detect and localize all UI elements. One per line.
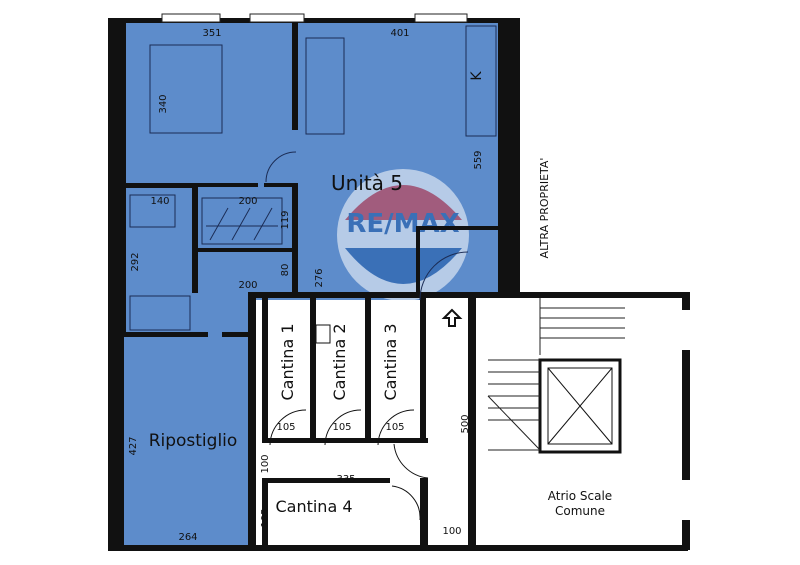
bed-icon	[149, 44, 223, 134]
dim-140: 140	[150, 196, 169, 207]
bathtub-icon	[129, 194, 176, 228]
dim-105a: 105	[276, 422, 295, 433]
entrance-arrow-icon	[441, 308, 463, 327]
dim-340: 340	[158, 94, 169, 113]
dim-335: 335	[336, 474, 355, 485]
room-label-atrio-line1: Atrio Scale	[548, 489, 612, 503]
watermark-text: RE/MAX	[346, 209, 459, 239]
door-swing-icon	[265, 151, 297, 183]
dim-105d: 105	[260, 508, 271, 527]
room-label-unita5: Unità 5	[331, 171, 403, 195]
dim-100a: 100	[260, 454, 271, 473]
dim-351: 351	[202, 28, 221, 39]
dim-119: 119	[280, 210, 291, 229]
room-label-atrio-line2: Comune	[555, 504, 605, 518]
dim-500: 500	[460, 414, 471, 433]
remax-watermark: RE/MAX	[337, 169, 469, 301]
room-label-cantina3: Cantina 3	[381, 323, 400, 400]
dim-105c: 105	[385, 422, 404, 433]
entry-door-swing-icon	[419, 251, 469, 301]
dim-200b: 200	[238, 280, 257, 291]
dimension-labels: 351 401 340 559 140 200 119 292 80 276 2…	[128, 28, 484, 543]
watermark-balloon-top-icon	[345, 185, 462, 220]
dim-264: 264	[178, 532, 197, 543]
dim-559: 559	[473, 150, 484, 169]
staircase	[487, 298, 625, 451]
side-label-altra-proprieta: ALTRA PROPRIETA'	[538, 158, 551, 259]
kitchen-counter-icon	[465, 25, 497, 137]
dim-276: 276	[314, 268, 325, 287]
kitchen-mark: K	[469, 71, 485, 81]
dim-100b: 100	[442, 526, 461, 537]
dim-427: 427	[128, 436, 139, 455]
room-label-cantina4: Cantina 4	[275, 497, 352, 516]
furniture	[129, 25, 497, 521]
room-label-cantina2: Cantina 2	[330, 323, 349, 400]
dim-292: 292	[130, 252, 141, 271]
ripostiglio-zone	[124, 335, 252, 545]
dim-401: 401	[390, 28, 409, 39]
room-label-cantina1: Cantina 1	[278, 323, 297, 400]
sofa-icon	[305, 37, 345, 135]
meter-box-icon	[315, 324, 331, 344]
room-label-ripostiglio: Ripostiglio	[149, 431, 238, 451]
dim-105b: 105	[332, 422, 351, 433]
dim-200a: 200	[238, 196, 257, 207]
dim-80: 80	[280, 264, 291, 277]
wardrobe-icon	[201, 197, 283, 245]
watermark-balloon-bottom-icon	[345, 248, 462, 284]
walls	[108, 13, 690, 551]
shower-icon	[129, 295, 191, 331]
